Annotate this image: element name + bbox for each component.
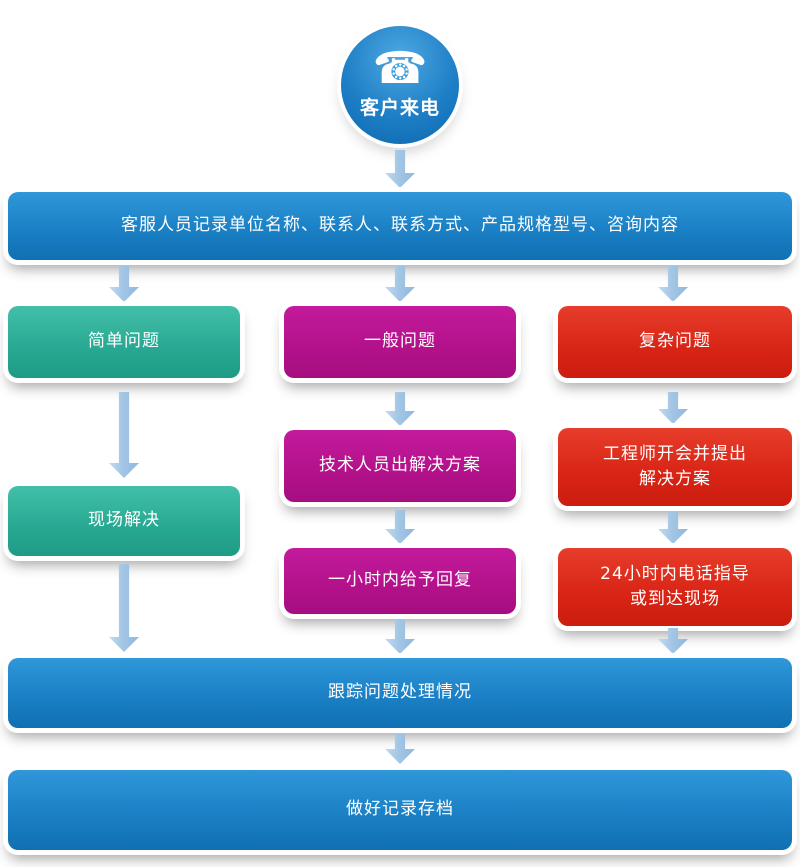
phone-icon: ☎ xyxy=(372,42,428,94)
intake-bar: 客服人员记录单位名称、联系人、联系方式、产品规格型号、咨询内容 xyxy=(8,192,792,260)
arrow-down-icon xyxy=(385,150,415,188)
step-technical-solution: 技术人员出解决方案 xyxy=(284,430,516,502)
arrow-down-icon xyxy=(385,510,415,544)
intake-bar-label: 客服人员记录单位名称、联系人、联系方式、产品规格型号、咨询内容 xyxy=(121,215,679,236)
archive-bar: 做好记录存档 xyxy=(8,770,792,850)
arrow-down-icon xyxy=(109,392,139,478)
archive-bar-label: 做好记录存档 xyxy=(346,799,454,820)
step-24h-guidance-line2: 或到达现场 xyxy=(630,589,720,609)
step-24h-guidance-line1: 24小时内电话指导 xyxy=(600,563,750,584)
start-label: 客户来电 xyxy=(359,96,440,119)
arrow-down-icon xyxy=(658,266,688,302)
arrow-down-icon xyxy=(385,392,415,426)
arrow-down-icon xyxy=(385,734,415,764)
arrow-down-icon xyxy=(385,266,415,302)
step-onsite-solution: 现场解决 xyxy=(8,486,240,556)
branch-simple-header: 简单问题 xyxy=(8,306,240,378)
branch-complex-header: 复杂问题 xyxy=(558,306,792,378)
arrow-down-icon xyxy=(109,266,139,302)
start-node: ☎ 客户来电 xyxy=(341,26,459,144)
arrow-down-icon xyxy=(385,620,415,654)
branch-simple-header-label: 简单问题 xyxy=(88,331,160,352)
arrow-down-icon xyxy=(658,392,688,424)
step-onsite-solution-label: 现场解决 xyxy=(88,510,160,531)
step-engineer-meeting-line2: 解决方案 xyxy=(639,469,711,489)
branch-complex-header-label: 复杂问题 xyxy=(639,331,711,352)
step-technical-solution-label: 技术人员出解决方案 xyxy=(319,455,481,476)
arrow-down-icon xyxy=(658,628,688,654)
track-bar: 跟踪问题处理情况 xyxy=(8,658,792,728)
step-one-hour-reply: 一小时内给予回复 xyxy=(284,548,516,614)
step-engineer-meeting-line1: 工程师开会并提出 xyxy=(603,443,747,464)
branch-general-header-label: 一般问题 xyxy=(364,331,436,352)
step-engineer-meeting: 工程师开会并提出 解决方案 xyxy=(558,428,792,506)
step-24h-guidance: 24小时内电话指导 或到达现场 xyxy=(558,548,792,626)
arrow-down-icon xyxy=(109,564,139,652)
track-bar-label: 跟踪问题处理情况 xyxy=(328,682,472,703)
step-one-hour-reply-label: 一小时内给予回复 xyxy=(328,570,472,591)
branch-general-header: 一般问题 xyxy=(284,306,516,378)
arrow-down-icon xyxy=(658,512,688,544)
